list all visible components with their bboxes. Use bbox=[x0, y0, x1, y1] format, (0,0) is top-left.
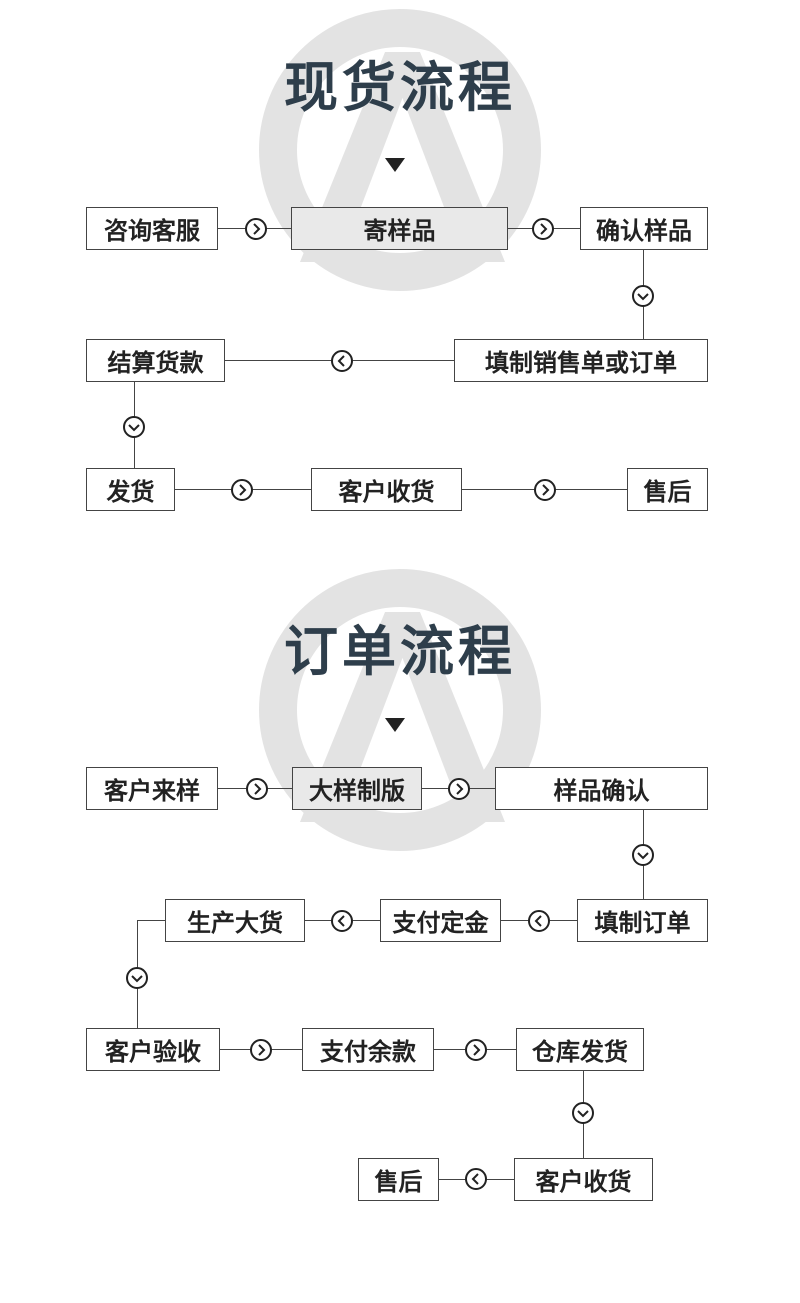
flow-step-confirm-samples: 确认样品 bbox=[580, 207, 708, 250]
flow-step-ship: 发货 bbox=[86, 468, 175, 511]
chevron-left-icon bbox=[465, 1168, 487, 1190]
chevron-left-icon bbox=[528, 910, 550, 932]
chevron-down-icon bbox=[632, 285, 654, 307]
chevron-down-icon bbox=[126, 967, 148, 989]
flow-step-pay-balance: 支付余款 bbox=[302, 1028, 434, 1071]
flow-step-customer-receives: 客户收货 bbox=[514, 1158, 653, 1201]
flow-step-customer-receives: 客户收货 bbox=[311, 468, 462, 511]
flow-step-pay-deposit: 支付定金 bbox=[380, 899, 501, 942]
chevron-down-icon bbox=[123, 416, 145, 438]
chevron-right-icon bbox=[231, 479, 253, 501]
chevron-left-icon bbox=[331, 350, 353, 372]
flow-step-customer-sample: 客户来样 bbox=[86, 767, 218, 810]
flow-step-fill-sales-order: 填制销售单或订单 bbox=[454, 339, 708, 382]
chevron-down-icon bbox=[632, 844, 654, 866]
chevron-down-icon bbox=[572, 1102, 594, 1124]
flow-step-warehouse-ship: 仓库发货 bbox=[516, 1028, 644, 1071]
flow-step-after-sales: 售后 bbox=[627, 468, 708, 511]
flow-step-sample-plate-making: 大样制版 bbox=[292, 767, 422, 810]
flow-step-settle-payment: 结算货款 bbox=[86, 339, 225, 382]
flow-step-mass-production: 生产大货 bbox=[165, 899, 305, 942]
chevron-right-icon bbox=[246, 778, 268, 800]
chevron-right-icon bbox=[245, 218, 267, 240]
connector-line bbox=[137, 920, 166, 921]
brand-watermark-logo bbox=[259, 569, 541, 851]
down-triangle-icon bbox=[385, 158, 405, 172]
flow-step-sample-confirm: 样品确认 bbox=[495, 767, 708, 810]
brand-watermark-logo bbox=[259, 9, 541, 291]
flow-step-consult-service: 咨询客服 bbox=[86, 207, 218, 250]
down-triangle-icon bbox=[385, 718, 405, 732]
flow-step-fill-order: 填制订单 bbox=[577, 899, 708, 942]
flow-step-after-sales: 售后 bbox=[358, 1158, 439, 1201]
chevron-right-icon bbox=[465, 1039, 487, 1061]
spot-flow-title: 现货流程 bbox=[284, 56, 516, 119]
flow-step-customer-inspection: 客户验收 bbox=[86, 1028, 220, 1071]
chevron-right-icon bbox=[534, 479, 556, 501]
order-flow-title: 订单流程 bbox=[284, 620, 516, 683]
chevron-right-icon bbox=[448, 778, 470, 800]
flow-step-send-samples: 寄样品 bbox=[291, 207, 508, 250]
chevron-right-icon bbox=[532, 218, 554, 240]
chevron-right-icon bbox=[250, 1039, 272, 1061]
chevron-left-icon bbox=[331, 910, 353, 932]
